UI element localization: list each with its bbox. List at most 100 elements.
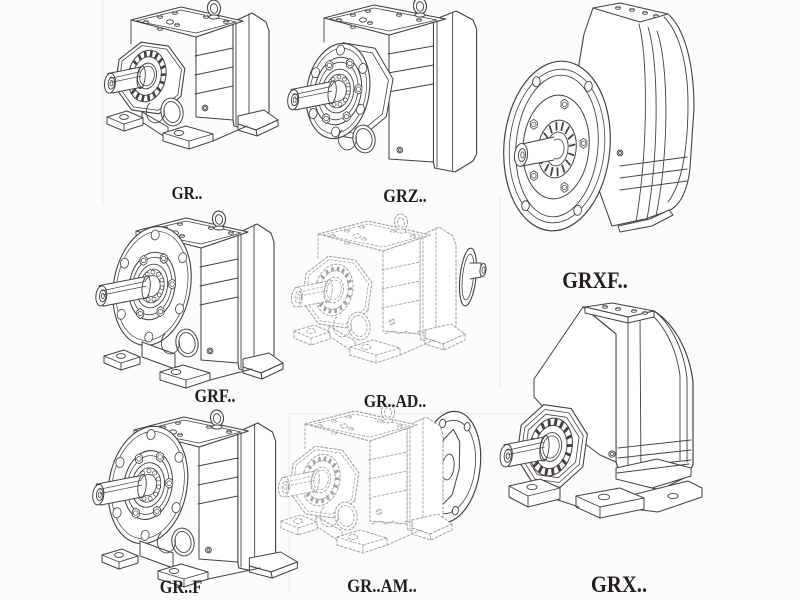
drawing-grad-stroke: [481, 266, 486, 274]
drawing-grad-stroke: [322, 223, 424, 248]
drawing-grft-stroke: [139, 540, 174, 569]
drawing-grad-stroke: [381, 261, 421, 271]
drawing-grz-stroke: [344, 114, 350, 120]
drawing-grf-stroke: [175, 328, 199, 358]
label-grad: GR..AD..: [363, 391, 427, 411]
drawing-grf-stroke: [208, 225, 214, 229]
drawing-grz-stroke: [387, 45, 434, 55]
drawing-grad-stroke: [469, 262, 482, 280]
drawing-grx-stroke: [599, 497, 645, 508]
drawing-gr-stroke: [106, 116, 125, 125]
drawing-grf-stroke: [228, 230, 234, 234]
drawing-grz-stroke: [287, 0, 478, 173]
drawing-grft-stroke: [156, 532, 176, 554]
label-grz: GRZ..: [383, 187, 427, 207]
drawing-gr-stroke: [137, 62, 157, 90]
drawing-grz-stroke: [355, 86, 362, 92]
drawing-grft-stroke: [115, 456, 125, 468]
drawing-gram-stroke: [281, 480, 290, 494]
drawing-gram-stroke: [377, 418, 383, 422]
drawing-grf-stroke: [156, 292, 162, 298]
drawing-grx-stroke: [508, 478, 561, 508]
drawing-grf-stroke: [160, 333, 180, 355]
drawing-grad-stroke: [326, 279, 342, 301]
drawing-grft-stroke: [118, 555, 139, 563]
drawing-grft-stroke: [206, 548, 211, 552]
drawing-gram-stroke: [330, 490, 336, 496]
drawing-grf-stroke: [237, 223, 275, 374]
drawing-grz-stroke: [328, 7, 438, 32]
drawing-grf-stroke: [101, 281, 146, 292]
drawing-grf-stroke: [213, 225, 225, 231]
drawing-gram-stroke: [368, 470, 408, 480]
drawing-grf-stroke: [157, 309, 164, 315]
drawing-grz-stroke: [294, 90, 333, 100]
drawing-grz-stroke: [354, 83, 363, 95]
drawing-grad-stroke: [424, 323, 466, 345]
drawing-grxf-stroke: [615, 5, 621, 9]
drawing-grz-stroke: [359, 17, 367, 23]
drawing-grft-stroke: [146, 429, 156, 441]
drawing-grxf-stroke: [560, 182, 569, 193]
drawing-gr-stroke: [194, 66, 234, 76]
drawing-gr-stroke: [172, 10, 178, 14]
drawing-grxf-stroke: [592, 2, 669, 23]
drawing-grz-stroke: [414, 12, 426, 18]
drawing-grad-stroke: [375, 347, 401, 356]
drawing-grz-stroke: [322, 113, 330, 124]
drawing-grft-stroke: [136, 456, 142, 462]
drawing-grft-stroke: [138, 419, 242, 444]
drawing-gram-stroke: [305, 492, 311, 498]
drawing-grft-stroke: [157, 570, 185, 580]
drawing-grad-stroke: [347, 279, 353, 284]
drawing-grz-stroke: [342, 76, 347, 82]
drawing-grf-stroke: [137, 310, 143, 317]
drawing-grf-stroke: [139, 255, 148, 266]
drawing-grz-stroke: [336, 74, 342, 80]
drawing-grad-stroke: [349, 346, 377, 356]
drawing-gram-stroke: [283, 484, 288, 491]
drawing-gram-stroke: [340, 423, 348, 429]
drawing-grft-stroke: [133, 510, 139, 516]
drawing-grxf-stroke: [520, 151, 525, 159]
drawing-grx-stroke: [667, 492, 679, 500]
drawing-grft-stroke: [101, 548, 139, 570]
drawing-grad-stroke: [424, 337, 445, 351]
drawing-grad-stroke: [324, 276, 344, 304]
drawing-grft-stroke: [168, 568, 180, 574]
drawing-grad-stroke: [353, 233, 361, 239]
drawing-grz-stroke: [290, 93, 299, 107]
drawing-gr: [103, 0, 279, 150]
drawing-grf-stroke: [199, 258, 239, 268]
drawing-gram-stroke: [397, 423, 403, 427]
drawing-grft-stroke: [131, 507, 140, 519]
drawing-gr-stroke: [152, 91, 157, 98]
drawing-grft-stroke: [174, 451, 184, 463]
drawing-grf-stroke: [144, 272, 150, 277]
drawing-gram-stroke: [348, 426, 354, 430]
drawing-gram-stroke: [277, 403, 453, 554]
drawing-grx-stroke: [602, 304, 608, 308]
drawing-grx-stroke: [535, 429, 541, 436]
drawing-grft-stroke: [147, 496, 153, 501]
drawing-grf-stroke: [151, 296, 157, 302]
drawing-gr-stroke: [162, 125, 214, 150]
drawing-grft-stroke: [226, 429, 232, 433]
drawing-grx-stroke: [631, 308, 637, 312]
drawing-grf-stroke: [103, 349, 141, 371]
drawing-grad-stroke: [330, 233, 336, 237]
drawing-grft-stroke: [135, 453, 143, 465]
label-gr: GR..: [171, 183, 203, 203]
drawing-grf-stroke: [99, 289, 107, 303]
drawing-grft-stroke: [207, 567, 261, 580]
drawing-grf-stroke: [120, 356, 141, 364]
drawing-gram-stroke: [371, 520, 414, 525]
drawing-grft-stroke: [183, 571, 209, 580]
drawing-gram-stroke: [326, 495, 331, 502]
drawing-gr-stroke: [212, 125, 248, 142]
drawing-grz-stroke: [387, 83, 434, 93]
drawing-grf-stroke: [159, 277, 165, 283]
drawing-grxf-stroke: [532, 76, 541, 88]
drawing-grf-stroke: [150, 269, 156, 275]
drawing-grf-stroke: [159, 371, 187, 381]
